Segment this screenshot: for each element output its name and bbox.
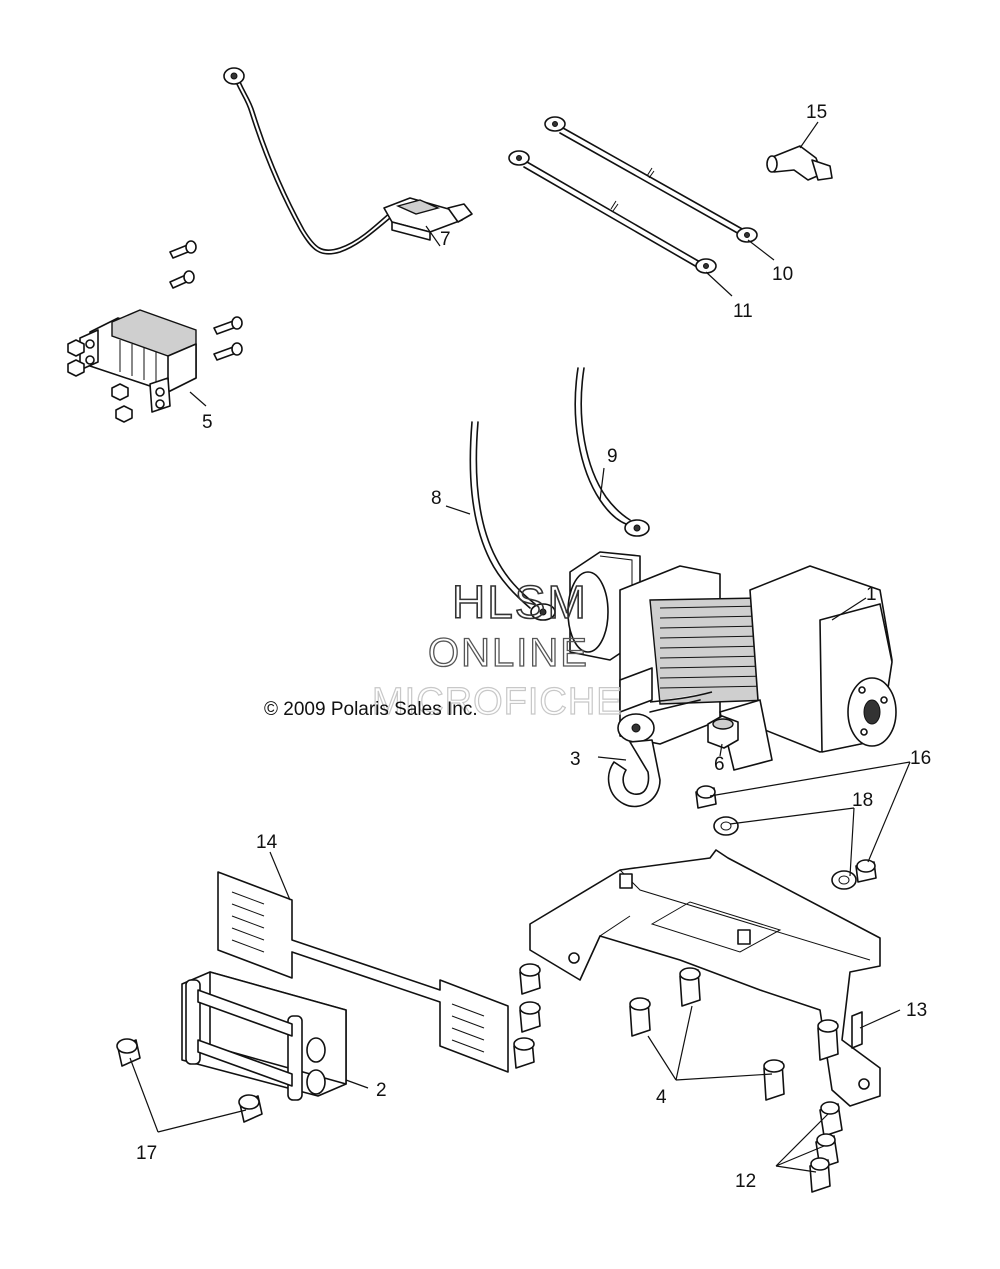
cable-icon[interactable] [544, 116, 758, 243]
callout-16: 16 [910, 748, 931, 769]
nut-icon[interactable] [67, 339, 133, 423]
solenoid-icon[interactable] [79, 309, 197, 413]
callout-13: 13 [906, 1000, 927, 1021]
bolt-icon[interactable] [809, 1101, 843, 1193]
cable-icon[interactable] [508, 150, 717, 274]
mount-bracket-icon[interactable] [529, 849, 881, 1107]
bolt-icon[interactable] [695, 785, 877, 883]
callout-1: 1 [866, 584, 877, 605]
callout-12: 12 [735, 1171, 756, 1192]
callout-14: 14 [256, 832, 278, 853]
winch-assembly-icon[interactable] [567, 551, 897, 771]
copyright-text: © 2009 Polaris Sales Inc. [264, 699, 478, 720]
cable-icon[interactable] [574, 367, 650, 537]
callout-17: 17 [136, 1143, 157, 1164]
bolt-icon[interactable] [169, 240, 243, 361]
callout-2: 2 [376, 1080, 387, 1101]
callout-10: 10 [772, 264, 793, 285]
callout-11: 11 [733, 301, 753, 322]
callout-9: 9 [607, 446, 618, 467]
watermark-line-2: ONLINE [428, 631, 589, 675]
hook-icon[interactable] [607, 699, 701, 808]
terminal-boot-icon[interactable] [766, 145, 833, 181]
watermark-line-3: MICROFICHE [372, 681, 623, 723]
callout-5: 5 [202, 412, 213, 433]
roller-fairlead-icon[interactable] [181, 971, 347, 1101]
callout-3: 3 [570, 749, 581, 770]
callout-15: 15 [806, 102, 827, 123]
callout-18: 18 [852, 790, 873, 811]
callout-4: 4 [656, 1087, 667, 1108]
remote-switch-icon[interactable] [223, 67, 473, 255]
callout-8: 8 [431, 488, 442, 509]
bolt-icon[interactable] [513, 963, 839, 1101]
watermark-line-1: HLSM [452, 576, 588, 628]
callout-6: 6 [714, 754, 725, 775]
cable-icon[interactable] [469, 421, 556, 621]
bolt-icon[interactable] [116, 1038, 263, 1123]
leader-lines [129, 121, 911, 1173]
callout-7: 7 [440, 229, 451, 250]
mount-plate-icon[interactable] [217, 871, 509, 1073]
callout-labels: 1 2 3 4 5 6 7 8 9 10 11 12 13 14 15 16 1… [136, 102, 931, 1192]
nut-icon[interactable] [707, 715, 739, 749]
